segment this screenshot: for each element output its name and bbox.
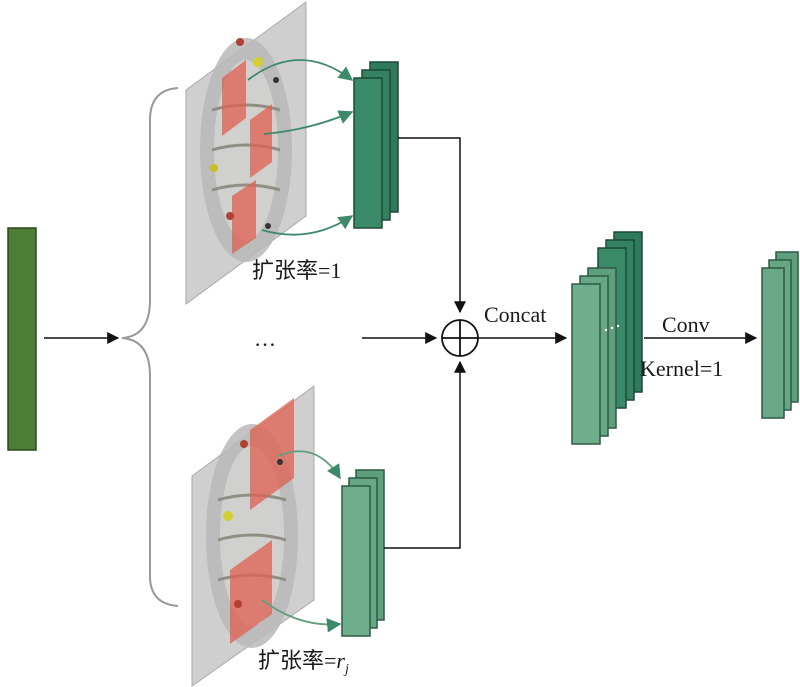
connector-top	[398, 137, 466, 314]
brain-slice-bottom	[191, 385, 315, 687]
output-feature-stack	[761, 251, 799, 419]
dilation-rate-bottom-label: 扩张率=rj	[258, 648, 349, 677]
sample-arrow-top-3	[261, 215, 354, 236]
input-feature-block	[7, 227, 37, 451]
concat-feature-stack	[571, 231, 643, 445]
dilation-rate-top-label: 扩张率=1	[252, 258, 341, 283]
brain-slice-top	[185, 1, 307, 305]
branch-brace	[121, 87, 179, 607]
sample-arrow-top-1	[247, 59, 354, 81]
ellipsis-label: …	[254, 326, 276, 351]
feature-stack-top	[353, 61, 399, 229]
sample-arrow-bottom-2	[261, 599, 342, 633]
connector-bottom	[384, 360, 466, 549]
concat-label: Concat	[484, 302, 546, 327]
conv-label: Conv	[662, 312, 710, 337]
sample-arrow-top-2	[263, 110, 354, 135]
feature-stack-bottom	[341, 469, 385, 637]
sample-arrow-bottom-1	[277, 450, 341, 480]
concat-operator-icon	[441, 319, 479, 357]
kernel-label: Kernel=1	[640, 356, 723, 381]
